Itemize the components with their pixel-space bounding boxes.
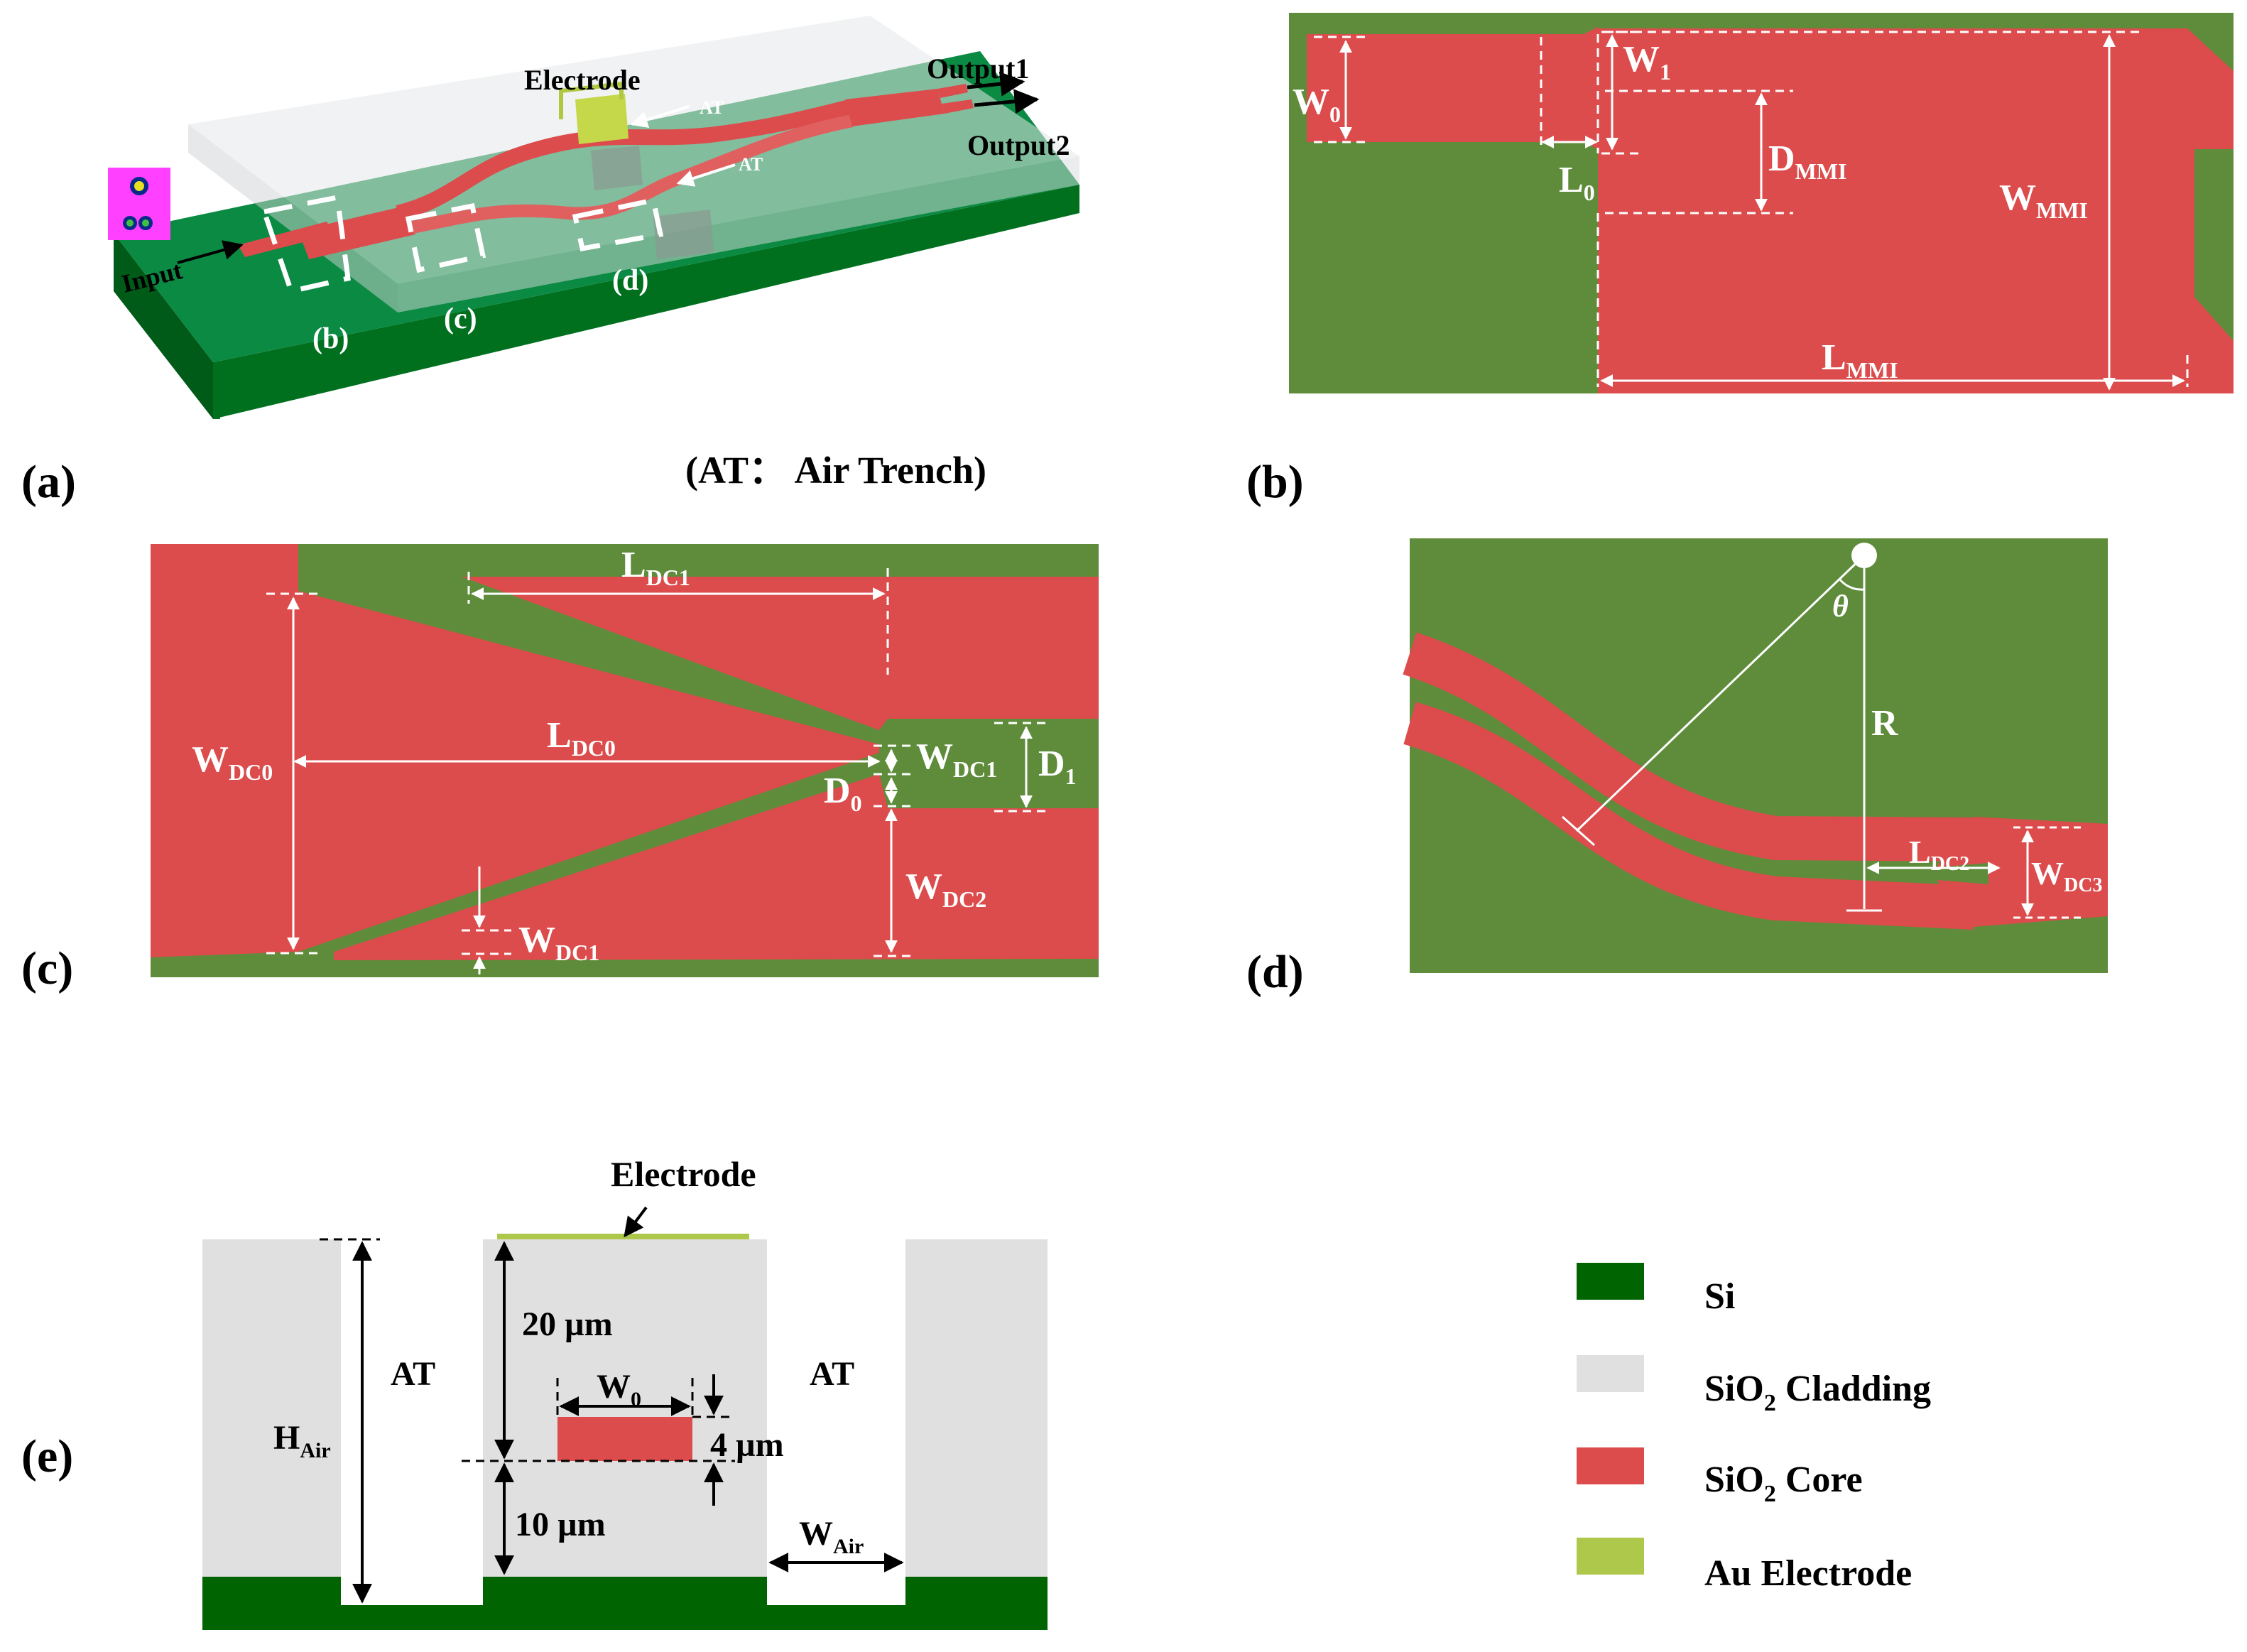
input-taper — [151, 544, 879, 957]
lower-branch — [334, 774, 1099, 960]
lmmi-label: LMMI — [1822, 337, 1898, 383]
r-label: R — [1871, 703, 1899, 744]
at-left-label: AT — [391, 1355, 435, 1393]
ldc2-label: LDC2 — [1909, 834, 1969, 875]
sub-b-label: (b) — [312, 322, 349, 355]
mmi-region — [1598, 28, 2234, 393]
bend-center — [1851, 543, 1877, 568]
d0-label: D0 — [824, 771, 862, 816]
sub-d-label: (d) — [612, 264, 648, 297]
legend-si-swatch — [1577, 1263, 1644, 1300]
mmi — [298, 206, 415, 259]
electrode-label: Electrode — [524, 64, 641, 96]
si-substrate — [202, 1577, 1048, 1630]
at-label-1: AT — [700, 97, 724, 118]
panel-e: Electrode AT AT 20 µm W0 4 µm 10 µm HAir… — [21, 1154, 1048, 1630]
ldc0-label: LDC0 — [547, 715, 616, 761]
dim-20-label: 20 µm — [522, 1305, 613, 1343]
l0-label: L0 — [1559, 160, 1595, 205]
panel-c-label: (c) — [21, 942, 73, 994]
legend-electrode-swatch — [1577, 1538, 1644, 1575]
at-label-2: AT — [739, 154, 763, 175]
lower-arm — [410, 114, 854, 234]
sub-c-label: (c) — [444, 303, 477, 335]
output-coupler — [845, 89, 945, 126]
output2-label: Output2 — [967, 129, 1070, 161]
dim-4-label: 4 µm — [710, 1426, 784, 1464]
panel-a-label: (a) — [21, 456, 76, 508]
dim-10-label: 10 µm — [515, 1506, 606, 1543]
upper-bend — [1403, 632, 1975, 862]
w0-label: W0 — [597, 1368, 641, 1411]
output1-label: Output1 — [927, 53, 1030, 85]
legend-cladding-swatch — [1577, 1355, 1644, 1392]
legend-si-label: Si — [1704, 1276, 1735, 1317]
selection-boxes — [261, 194, 664, 295]
dmmi-label: DMMI — [1768, 138, 1846, 184]
wdc1-lower-label: WDC1 — [518, 920, 599, 965]
panel-c: LDC1 WDC0 LDC0 WDC1 D1 D0 WDC2 WDC1 (c) — [21, 544, 1099, 994]
chip-side-front — [213, 185, 1079, 419]
ldc1-label: LDC1 — [621, 545, 690, 590]
mode-profile-icon — [108, 168, 170, 240]
cladding-right — [905, 1239, 1048, 1577]
electrode-pad — [575, 94, 629, 144]
at-right-label: AT — [810, 1355, 854, 1393]
cladding-left — [202, 1239, 341, 1577]
electrode-label: Electrode — [611, 1154, 756, 1194]
wdc3-label: WDC3 — [2031, 855, 2102, 896]
input-waveguide — [1307, 34, 1584, 142]
chip-side-left — [114, 233, 213, 419]
wair-label: WAir — [799, 1515, 864, 1558]
theta-label: θ — [1832, 589, 1849, 624]
legend-core-label: SiO2 Core — [1704, 1460, 1863, 1507]
wdc2-label: WDC2 — [905, 866, 986, 912]
upper-branch — [462, 577, 1099, 730]
panel-d-label: (d) — [1246, 946, 1304, 998]
air-trench-2 — [653, 210, 714, 259]
d1-label: D1 — [1038, 744, 1077, 789]
hair-label: HAir — [273, 1419, 331, 1462]
legend-electrode-label: Au Electrode — [1704, 1553, 1912, 1594]
panel-d: θ R LDC2 WDC3 (d) — [1246, 538, 2108, 998]
air-trench-1 — [591, 146, 643, 190]
panel-b-label: (b) — [1246, 456, 1304, 508]
w0-label: W0 — [1293, 82, 1341, 127]
w1-label: W1 — [1623, 39, 1671, 85]
legend-core-swatch — [1577, 1447, 1644, 1484]
legend-cladding-label: SiO2 Cladding — [1704, 1369, 1931, 1416]
wdc1-upper-label: WDC1 — [916, 737, 997, 782]
core — [557, 1417, 692, 1461]
legend: Si SiO2 Cladding SiO2 Core Au Electrode — [1577, 1263, 1931, 1594]
wmmi-label: WMMI — [1999, 178, 2088, 223]
electrode-layer — [497, 1234, 749, 1239]
panel-e-label: (e) — [21, 1430, 73, 1482]
wdc0-label: WDC0 — [192, 739, 273, 785]
panel-b: W0 W1 L0 DMMI WMMI LMMI (b) — [1246, 13, 2234, 508]
coupler-output — [1932, 817, 2108, 927]
panel-a: Electrode AT AT Output1 Output2 Input (b… — [21, 16, 1079, 508]
at-note: (AT： Air Trench) — [685, 449, 986, 491]
lower-bend — [1403, 702, 1976, 930]
